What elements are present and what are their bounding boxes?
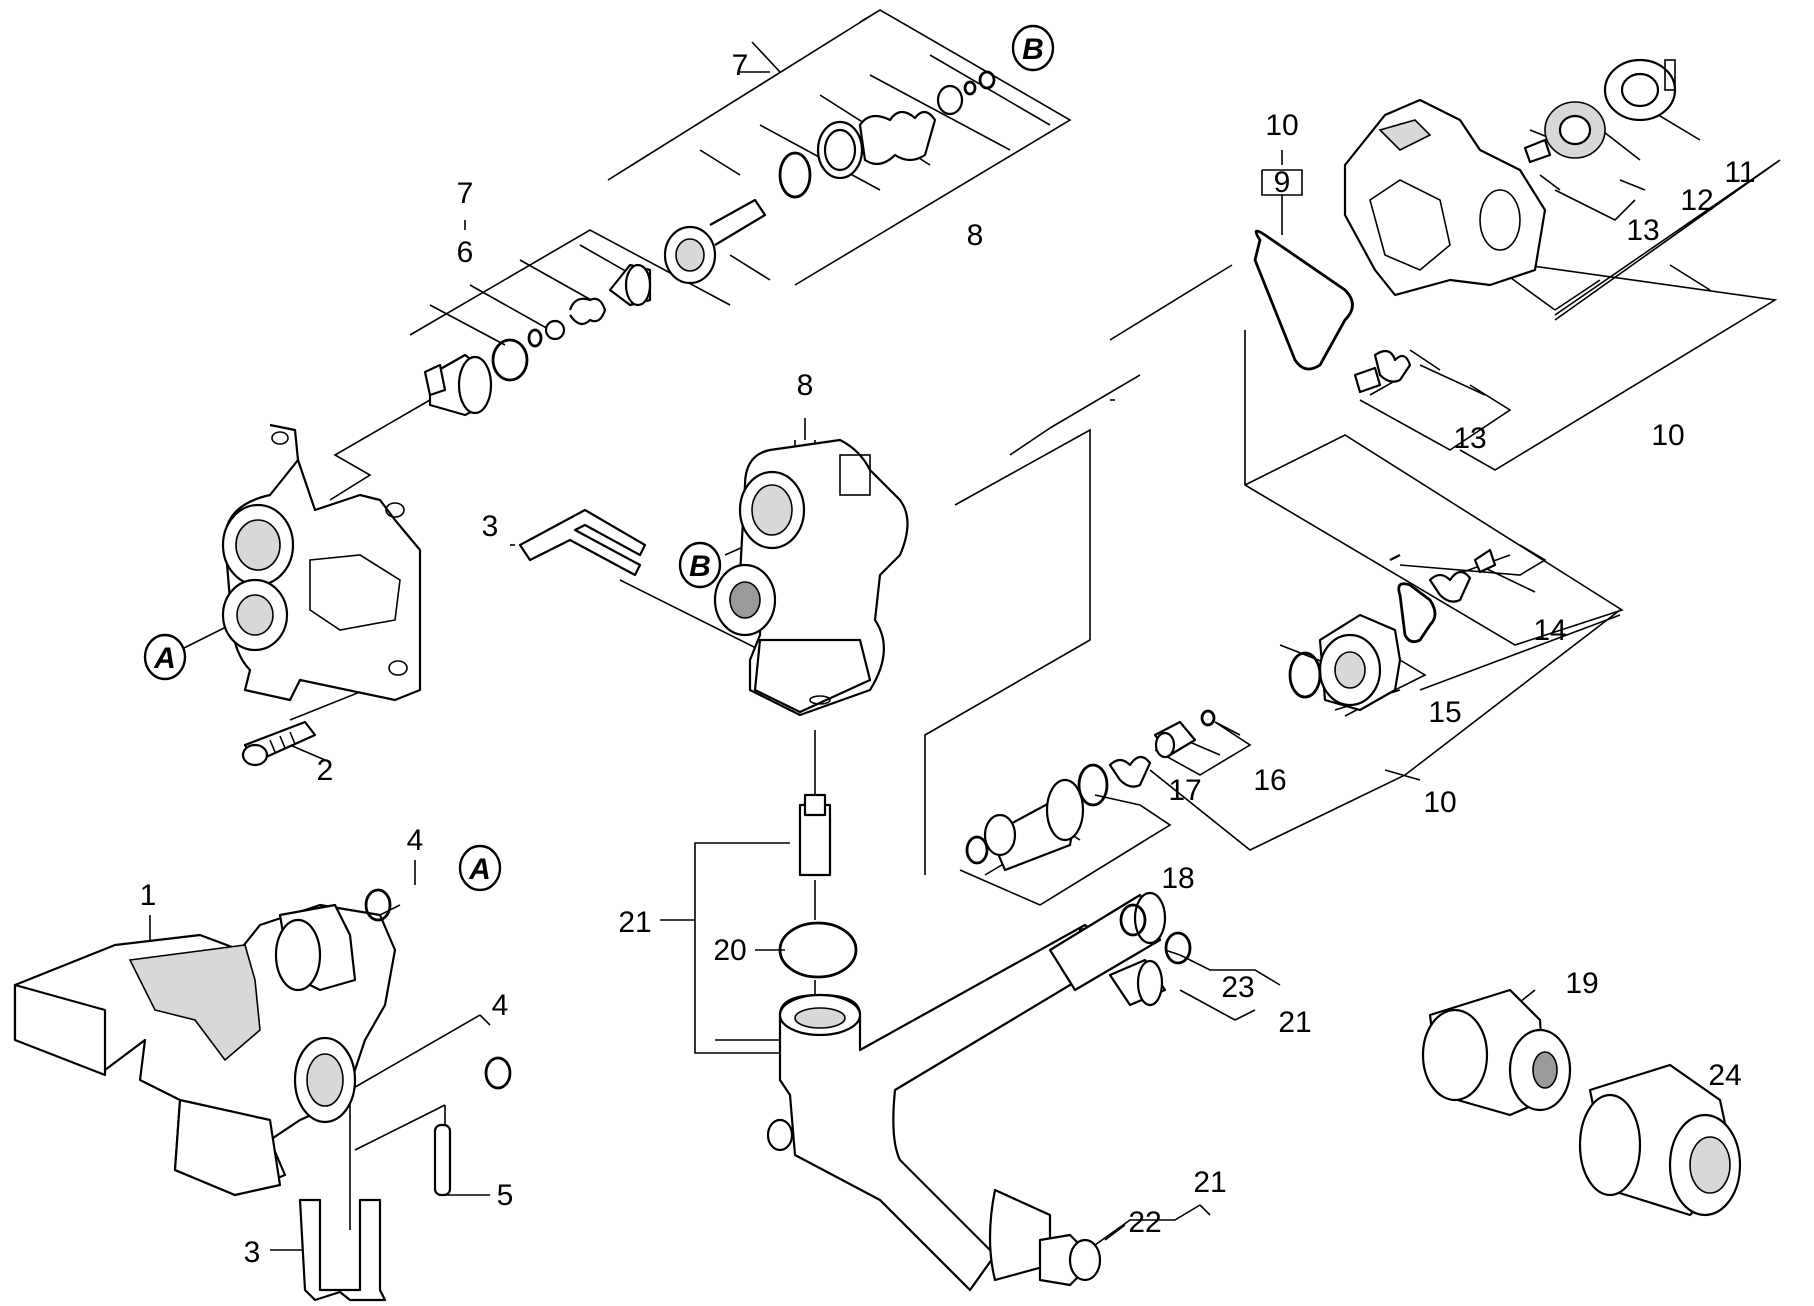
svg-text:A: A [153,642,176,675]
label-4-lower: 4 [492,989,509,1022]
svg-text:B: B [1022,33,1044,66]
label-21-right: 21 [1278,1006,1311,1039]
label-15: 15 [1428,696,1461,729]
label-7-upper: 7 [732,49,749,82]
label-23: 23 [1221,971,1254,1004]
label-5: 5 [497,1179,514,1212]
label-4-upper: 4 [407,824,424,857]
svg-text:B: B [689,550,711,583]
label-6: 6 [457,236,474,269]
label-22: 22 [1128,1206,1161,1239]
label-13-upper: 13 [1626,214,1659,247]
label-9: 9 [1274,166,1291,199]
label-18: 18 [1161,862,1194,895]
label-24: 24 [1708,1059,1741,1092]
valve-housing-part [221,423,422,702]
label-10-top: 10 [1265,109,1298,142]
part-number-labels: 1 2 3 3 4 4 5 6 7 7 8 8 9 10 10 10 11 12… [140,49,1756,1269]
label-2: 2 [317,754,334,787]
label-21-left: 21 [618,906,651,939]
label-8-upper: 8 [967,219,984,252]
label-20: 20 [713,934,746,967]
label-10-lower: 10 [1423,786,1456,819]
valve-body-part [713,438,909,717]
screw-part [241,720,317,767]
callout-A-housing: A [143,633,187,681]
label-13-lower: 13 [1453,422,1486,455]
label-17: 17 [1168,774,1201,807]
callout-A-base: A [458,844,502,892]
clip-3-upper-part [518,508,647,577]
label-11: 11 [1724,156,1755,189]
callout-B-valve-body: B [678,541,722,589]
callout-B-top: B [1011,24,1055,72]
leader-lines [149,9,1781,1251]
valve-group-16-17-18-parts [965,709,1216,872]
label-7-left: 7 [457,177,474,210]
piston-group-7-parts [663,70,996,285]
inlet-elbow-part [766,891,1192,1292]
label-3-upper: 3 [482,510,499,543]
label-3-lower: 3 [244,1236,261,1269]
valve-cartridge-14-15-parts [1288,548,1497,712]
svg-text:A: A [468,853,491,886]
check-valve-6-parts [423,263,652,417]
filter-cartridge-part [778,793,858,979]
label-16: 16 [1253,764,1286,797]
pump-parts-11-12-13 [1353,58,1677,394]
pump-head-shell-part [1343,98,1547,561]
water-connectors-19-24 [1421,988,1742,1217]
label-12: 12 [1680,184,1713,217]
label-19: 19 [1565,967,1598,1000]
label-14: 14 [1533,614,1566,647]
base-housing-part [13,888,512,1197]
clip-3-lower-part [298,1198,387,1302]
label-21-bottom: 21 [1193,1166,1226,1199]
label-10-right: 10 [1651,419,1684,452]
label-8-center: 8 [797,369,814,402]
triangle-seal-part [1253,229,1354,371]
label-1: 1 [140,879,157,912]
